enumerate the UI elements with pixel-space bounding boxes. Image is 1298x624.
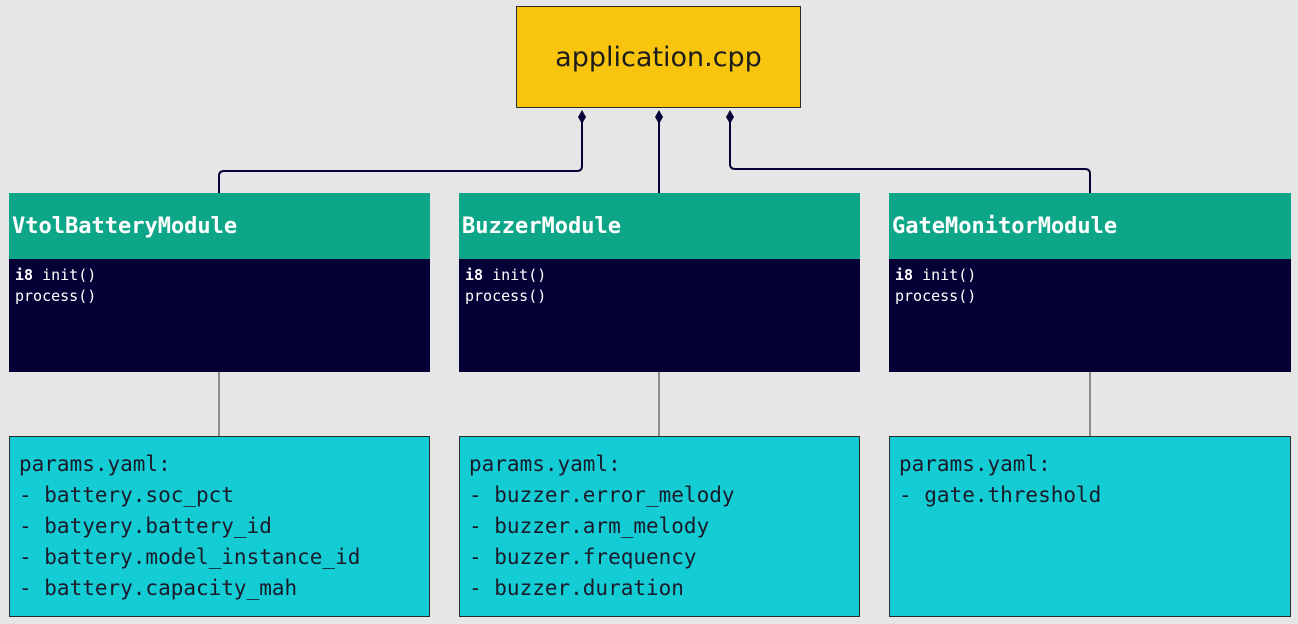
params-title: params.yaml: xyxy=(899,452,1051,476)
module-name: GateMonitorModule xyxy=(892,213,1118,239)
method-init: i8 init() xyxy=(895,265,1291,286)
module-header: VtolBatteryModule xyxy=(9,193,430,259)
method-init: i8 init() xyxy=(15,265,430,286)
composition-diamond-icon xyxy=(578,110,586,124)
module-methods: i8 init() process() xyxy=(889,259,1291,372)
module-name: VtolBatteryModule xyxy=(12,213,238,239)
param-item: - battery.capacity_mah xyxy=(19,576,298,600)
composition-connector-gate-monitor xyxy=(729,117,1091,193)
method-process: process() xyxy=(895,286,1291,307)
module-gate-monitor: GateMonitorModule i8 init() process() xyxy=(889,193,1291,372)
params-box-gate-monitor: params.yaml: - gate.threshold xyxy=(889,436,1291,617)
method-name: process() xyxy=(465,287,547,305)
param-item: - battery.soc_pct xyxy=(19,483,234,507)
module-methods: i8 init() process() xyxy=(9,259,430,372)
module-methods: i8 init() process() xyxy=(459,259,860,372)
params-title: params.yaml: xyxy=(19,452,171,476)
root-node-label: application.cpp xyxy=(555,41,762,73)
method-name: init() xyxy=(922,266,977,284)
param-item: - gate.threshold xyxy=(899,483,1102,507)
method-name: process() xyxy=(895,287,977,305)
param-item: - buzzer.arm_melody xyxy=(469,514,710,538)
composition-connector-vtol-battery xyxy=(218,117,583,193)
module-name: BuzzerModule xyxy=(462,213,621,239)
method-name: init() xyxy=(492,266,547,284)
params-title: params.yaml: xyxy=(469,452,621,476)
method-name: init() xyxy=(42,266,97,284)
param-item: - battery.model_instance_id xyxy=(19,545,361,569)
method-init: i8 init() xyxy=(465,265,860,286)
param-item: - buzzer.frequency xyxy=(469,545,697,569)
method-return-type: i8 xyxy=(895,266,914,284)
method-return-type: i8 xyxy=(465,266,484,284)
param-item: - buzzer.error_melody xyxy=(469,483,735,507)
composition-diamond-icon xyxy=(726,110,734,124)
params-box-vtol-battery: params.yaml: - battery.soc_pct - batyery… xyxy=(9,436,430,617)
module-vtol-battery: VtolBatteryModule i8 init() process() xyxy=(9,193,430,372)
method-name: process() xyxy=(15,287,97,305)
params-box-buzzer: params.yaml: - buzzer.error_melody - buz… xyxy=(459,436,860,617)
root-node-application: application.cpp xyxy=(516,6,801,108)
param-item: - batyery.battery_id xyxy=(19,514,272,538)
param-item: - buzzer.duration xyxy=(469,576,684,600)
module-buzzer: BuzzerModule i8 init() process() xyxy=(459,193,860,372)
module-header: BuzzerModule xyxy=(459,193,860,259)
composition-diamond-icon xyxy=(655,110,663,124)
method-return-type: i8 xyxy=(15,266,34,284)
method-process: process() xyxy=(465,286,860,307)
method-process: process() xyxy=(15,286,430,307)
module-header: GateMonitorModule xyxy=(889,193,1291,259)
